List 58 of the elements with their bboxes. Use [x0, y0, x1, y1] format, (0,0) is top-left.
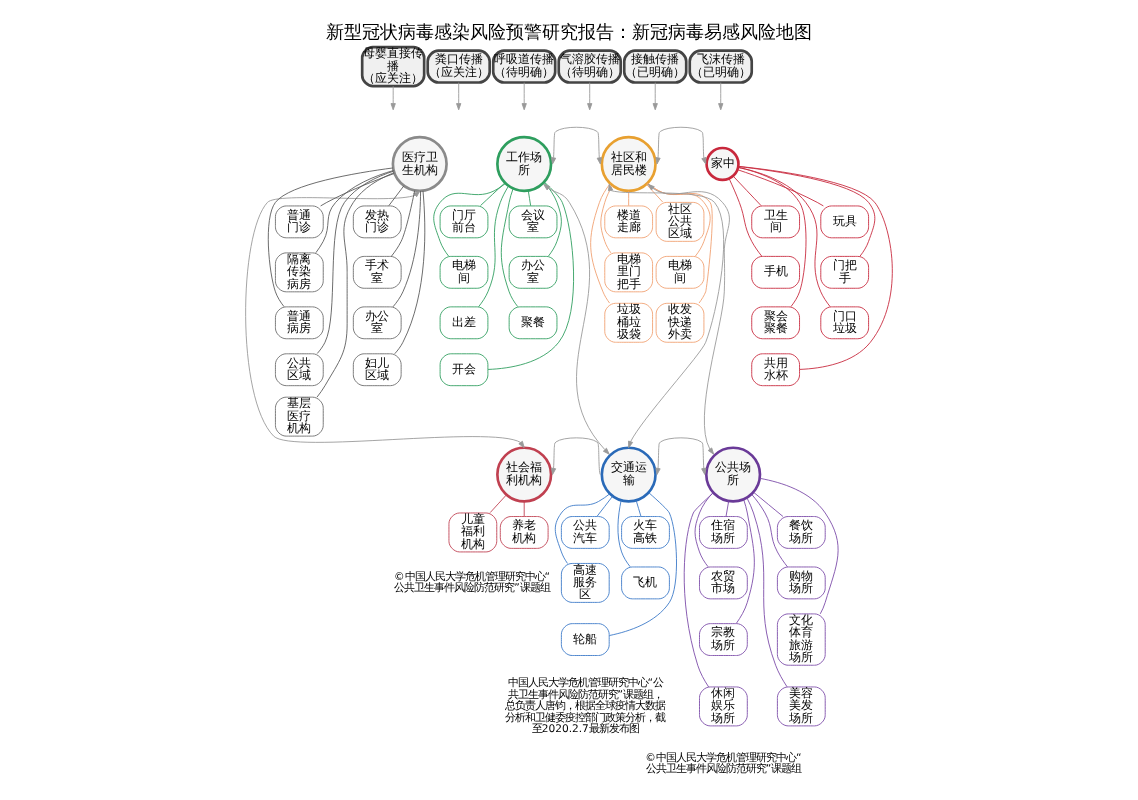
arrow [718, 82, 724, 111]
connector [316, 172, 395, 398]
connector [596, 495, 613, 517]
connector [320, 173, 395, 207]
diagram-title: 新型冠状病毒感染风险预警研究报告：新冠病毒易感风险地图 [326, 24, 812, 45]
arrow [390, 85, 396, 111]
connector [500, 188, 519, 307]
connector [523, 501, 525, 517]
connector [725, 500, 730, 517]
connector [635, 500, 642, 517]
connector [478, 185, 509, 308]
arrow [521, 82, 527, 111]
connector [388, 185, 405, 207]
arrow [543, 183, 610, 455]
connector [753, 491, 784, 517]
connector [590, 183, 611, 304]
arrow [245, 190, 525, 449]
connector [487, 181, 574, 370]
arrow [655, 126, 707, 165]
connector [480, 182, 506, 207]
connector [392, 190, 421, 308]
connector [433, 183, 506, 257]
arrow [550, 126, 602, 165]
arrow [652, 82, 658, 111]
connector [315, 170, 394, 254]
connector [738, 165, 893, 370]
connector [628, 190, 630, 207]
connector [554, 493, 611, 564]
connector [751, 493, 788, 568]
arrow [647, 183, 730, 455]
connector [543, 182, 562, 257]
arrow [456, 82, 462, 111]
connector [390, 190, 416, 257]
connector [647, 182, 711, 257]
connector [527, 190, 532, 207]
arrow [587, 82, 593, 111]
connector [646, 184, 664, 203]
connector [683, 492, 714, 688]
connector [759, 477, 839, 615]
connector [609, 492, 677, 636]
connector [728, 178, 763, 257]
connector [316, 170, 395, 354]
connector [735, 499, 755, 624]
arrow [655, 437, 707, 475]
connector [617, 500, 631, 568]
arrow [550, 437, 601, 475]
connector [737, 169, 824, 207]
connector [646, 183, 713, 304]
connector [694, 492, 714, 568]
connector [394, 190, 426, 355]
connector [737, 166, 876, 257]
arrow [608, 183, 725, 449]
connector [267, 167, 394, 307]
connector [737, 166, 831, 308]
connector [600, 185, 613, 254]
connector [489, 494, 507, 514]
connector [746, 497, 788, 688]
connector [732, 175, 762, 207]
